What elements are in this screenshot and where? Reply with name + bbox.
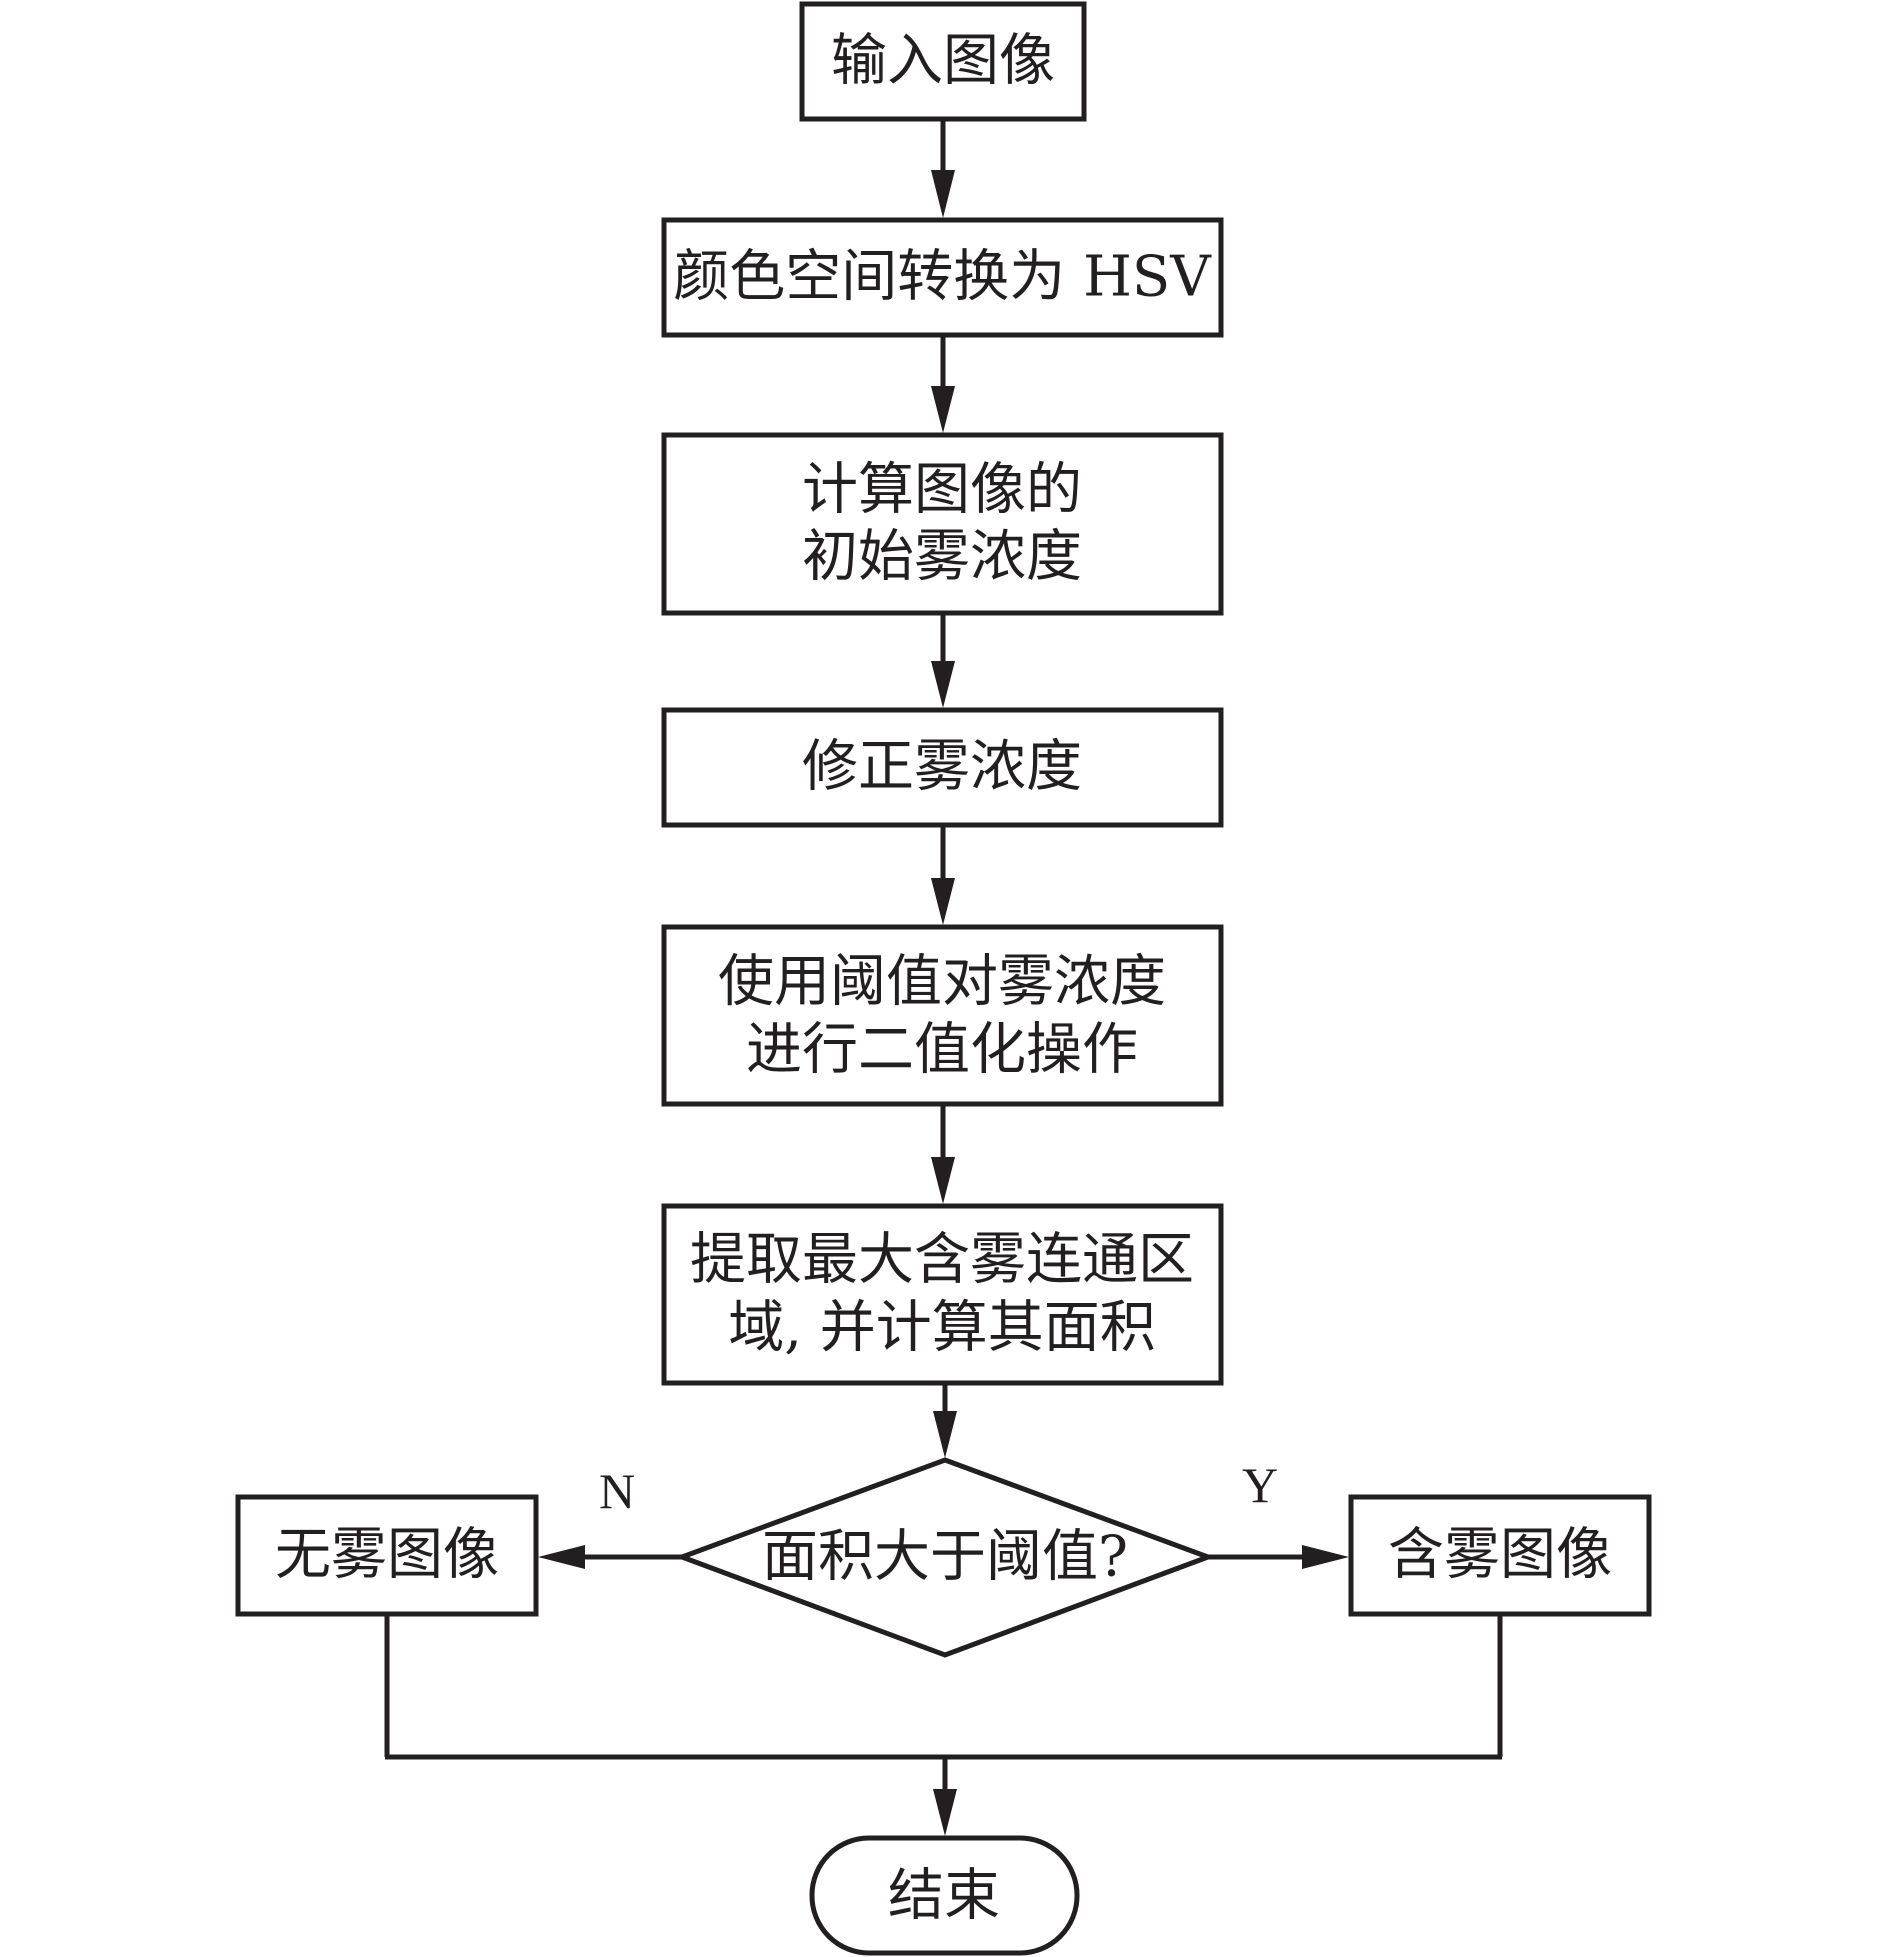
node-extract-region-line2: 域, 并计算其面积 [728, 1296, 1156, 1361]
arrow-decision-to-fog [1208, 1545, 1349, 1569]
node-binarize-line2: 进行二值化操作 [746, 1018, 1138, 1083]
arrow-extract-to-decision [933, 1383, 957, 1458]
node-extract-region: 提取最大含雾连通区 域, 并计算其面积 [661, 1203, 1224, 1386]
node-decision: 面积大于阈值? [674, 1457, 1216, 1658]
node-decision-label: 面积大于阈值? [762, 1525, 1128, 1590]
node-no-fog-image-label: 无雾图像 [275, 1523, 499, 1588]
node-fog-image: 含雾图像 [1348, 1494, 1652, 1617]
arrow-correct-fog-to-binarize [931, 825, 955, 925]
arrow-hsv-to-initial-fog [931, 335, 955, 433]
node-end: 结束 [809, 1835, 1080, 1956]
arrow-decision-to-no-fog [538, 1545, 682, 1569]
node-initial-fog-density: 计算图像的 初始雾浓度 [661, 432, 1224, 616]
branch-label-yes: Y [1242, 1457, 1278, 1513]
node-extract-region-line1: 提取最大含雾连通区 [690, 1228, 1194, 1293]
node-input-image-label: 输入图像 [831, 29, 1055, 94]
node-input-image: 输入图像 [799, 1, 1087, 122]
node-correct-fog-density-label: 修正雾浓度 [802, 735, 1082, 800]
arrow-input-to-hsv [931, 119, 955, 218]
node-binarize: 使用阈值对雾浓度 进行二值化操作 [661, 924, 1224, 1107]
node-initial-fog-density-line2: 初始雾浓度 [802, 525, 1082, 590]
node-no-fog-image: 无雾图像 [235, 1494, 539, 1617]
node-correct-fog-density: 修正雾浓度 [661, 707, 1224, 828]
node-convert-hsv: 颜色空间转换为 HSV [661, 217, 1224, 338]
node-convert-hsv-label: 颜色空间转换为 HSV [673, 245, 1212, 310]
arrow-initial-fog-to-correct-fog [931, 613, 955, 708]
arrow-merge-to-end [933, 1757, 957, 1836]
branch-label-no: N [599, 1463, 635, 1519]
arrow-binarize-to-extract [931, 1104, 955, 1204]
node-fog-image-label: 含雾图像 [1388, 1523, 1612, 1588]
node-end-label: 结束 [888, 1864, 1000, 1929]
node-binarize-line1: 使用阈值对雾浓度 [718, 950, 1166, 1015]
node-initial-fog-density-line1: 计算图像的 [802, 458, 1082, 523]
